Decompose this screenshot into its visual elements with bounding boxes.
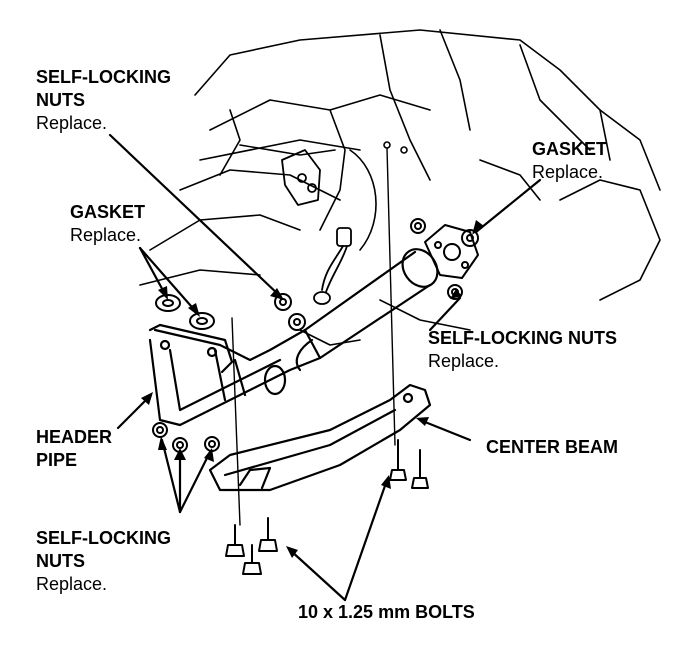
label-text: CENTER BEAM (486, 437, 619, 457)
label-note: Replace. (70, 225, 142, 245)
alignment-lines (231, 147, 396, 526)
label-self-locking-nuts-top: SELF-LOCKING NUTS Replace. (36, 66, 171, 135)
label-bolts: 10 x 1.25 mm BOLTS (298, 601, 475, 624)
label-note: Replace. (36, 113, 108, 133)
header-pipe-drawing (148, 323, 322, 427)
label-text: SELF-LOCKING (36, 528, 171, 548)
flange-right (424, 224, 479, 279)
arrowheads (141, 220, 484, 558)
catalytic-converter (295, 248, 439, 372)
label-note: Replace. (532, 162, 604, 182)
engine-block (139, 29, 661, 346)
leader-lines (108, 133, 542, 602)
label-header-pipe: HEADER PIPE (36, 426, 112, 472)
label-text: PIPE (36, 450, 78, 470)
bracket (281, 149, 321, 206)
label-text: GASKET (70, 202, 146, 222)
label-gasket-left: GASKET Replace. (70, 201, 145, 247)
label-text: 10 x 1.25 mm BOLTS (298, 602, 475, 622)
label-text: HEADER (36, 427, 113, 447)
label-text: SELF-LOCKING (36, 67, 171, 87)
bolts-drawing (225, 439, 429, 575)
label-text: NUTS (36, 551, 85, 571)
label-text: SELF-LOCKING NUTS (428, 328, 617, 348)
label-text: NUTS (36, 90, 85, 110)
label-self-locking-nuts-right: SELF-LOCKING NUTS Replace. (428, 327, 617, 373)
label-note: Replace. (428, 351, 500, 371)
center-beam-drawing (208, 383, 432, 492)
oxygen-sensor (313, 227, 352, 305)
label-center-beam: CENTER BEAM (486, 436, 618, 459)
label-gasket-right: GASKET Replace. (532, 138, 607, 184)
label-note: Replace. (36, 574, 108, 594)
label-text: GASKET (532, 139, 608, 159)
label-self-locking-nuts-bottom: SELF-LOCKING NUTS Replace. (36, 527, 171, 596)
